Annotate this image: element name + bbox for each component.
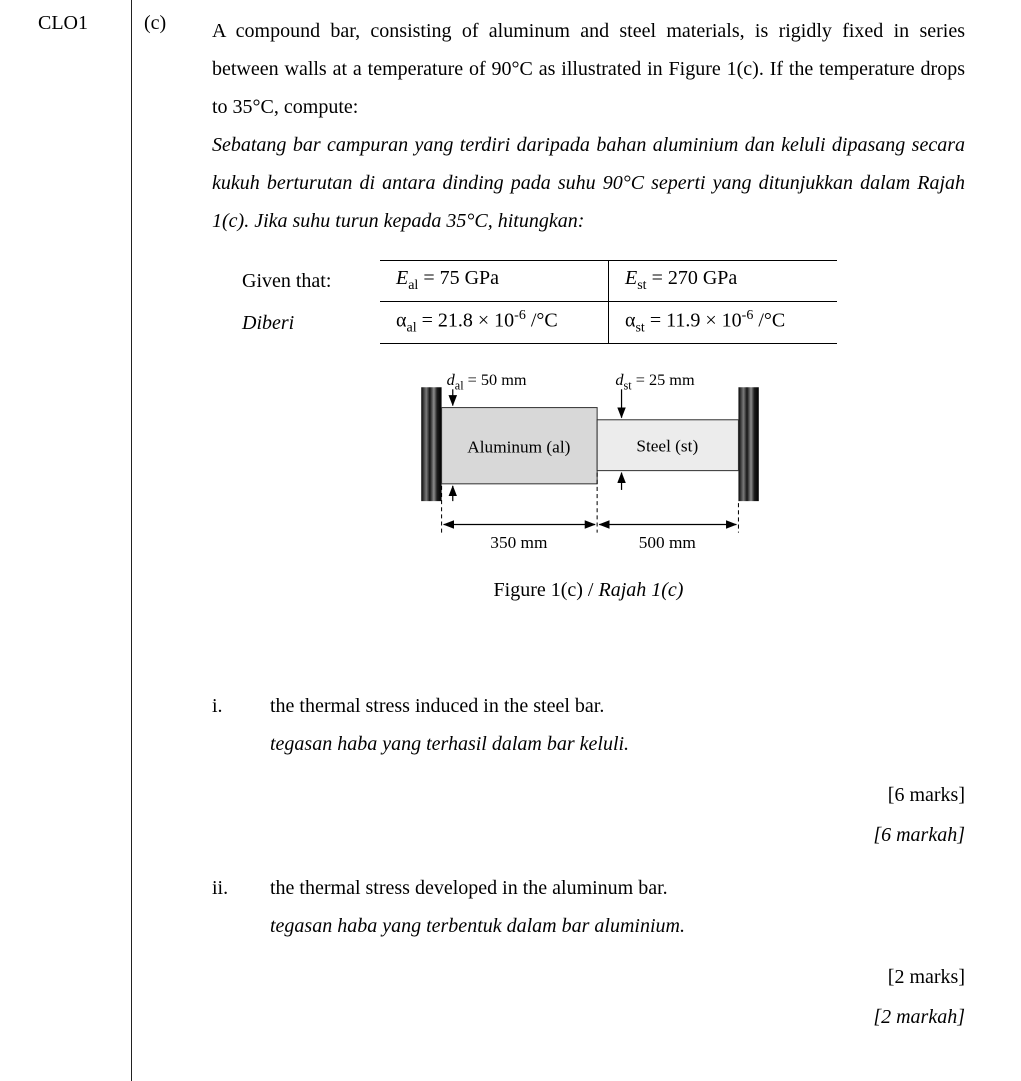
marks-english: [6 marks]	[887, 784, 965, 806]
given-labels: Given that: Diberi	[242, 260, 380, 344]
table-row: αal = 21.8 × 10-6 /°C αst = 11.9 × 10-6 …	[380, 300, 837, 345]
e-steel-cell: Est = 270 GPa	[608, 260, 837, 302]
alpha-aluminum-cell: αal = 21.8 × 10-6 /°C	[380, 300, 609, 345]
given-section: Given that: Diberi Eal = 75 GPa Est = 27…	[242, 260, 965, 345]
exponent: -6	[514, 308, 526, 323]
figure-caption: Figure 1(c) / Rajah 1(c)	[212, 571, 965, 609]
item-text-english: the thermal stress induced in the steel …	[270, 695, 605, 717]
steel-bar	[596, 419, 739, 472]
item-number: ii.	[212, 877, 229, 899]
clo-label: CLO1	[38, 12, 88, 34]
marks-ii: [2 marks] [2 markah]	[212, 957, 965, 1037]
marks-malay: [6 markah]	[873, 824, 965, 846]
given-label-english: Given that:	[242, 270, 332, 292]
value: = 75 GPa	[418, 267, 500, 290]
dimension-350-label: 350 mm	[490, 533, 548, 552]
table-row: Eal = 75 GPa Est = 270 GPa	[380, 260, 837, 302]
exponent: -6	[741, 308, 754, 323]
symbol: α	[625, 309, 636, 332]
subscript: al	[406, 320, 417, 336]
unit: /°C	[753, 309, 786, 332]
aluminum-bar	[440, 407, 598, 485]
part-label: (c)	[144, 12, 167, 34]
subscript: al	[408, 278, 419, 294]
sub-question-ii: ii. the thermal stress developed in the …	[212, 869, 965, 945]
question-text-malay: Sebatang bar campuran yang terdiri darip…	[212, 134, 965, 232]
compound-bar-diagram: Aluminum (al) Steel (st) dal = 50 mm dst…	[420, 371, 759, 552]
given-values-table: Eal = 75 GPa Est = 270 GPa αal = 21.8 × …	[380, 260, 837, 345]
e-aluminum-cell: Eal = 75 GPa	[380, 260, 609, 302]
item-text-malay: tegasan haba yang terbentuk dalam bar al…	[270, 915, 685, 937]
question-content: A compound bar, consisting of aluminum a…	[212, 12, 965, 1037]
subscript: st	[637, 278, 647, 294]
question-text-english: A compound bar, consisting of aluminum a…	[212, 20, 965, 118]
d-steel-label: dst = 25 mm	[615, 372, 695, 392]
symbol: E	[396, 267, 409, 290]
value: = 21.8 × 10	[416, 309, 515, 332]
value: = 270 GPa	[646, 267, 738, 290]
steel-bar-label: Steel (st)	[636, 436, 698, 455]
subscript: st	[635, 320, 645, 336]
symbol: E	[625, 267, 638, 290]
aluminum-bar-label: Aluminum (al)	[467, 437, 570, 456]
sub-question-i: i. the thermal stress induced in the ste…	[212, 687, 965, 763]
marks-i: [6 marks] [6 markah]	[212, 775, 965, 855]
item-text-english: the thermal stress developed in the alum…	[270, 877, 668, 899]
symbol: α	[396, 309, 407, 332]
marks-malay: [2 markah]	[873, 1006, 965, 1028]
value: = 11.9 × 10	[644, 309, 742, 332]
clo-column: CLO1	[0, 0, 131, 1081]
alpha-steel-cell: αst = 11.9 × 10-6 /°C	[608, 300, 837, 345]
given-label-malay: Diberi	[242, 312, 295, 334]
left-wall	[420, 387, 442, 502]
right-wall	[737, 387, 759, 502]
item-text-malay: tegasan haba yang terhasil dalam bar kel…	[270, 733, 630, 755]
figure-caption-malay: Rajah 1(c)	[598, 579, 684, 601]
figure-1c: Aluminum (al) Steel (st) dal = 50 mm dst…	[212, 371, 965, 609]
d-aluminum-label: dal = 50 mm	[446, 372, 526, 392]
unit: /°C	[525, 309, 558, 332]
figure-caption-english: Figure 1(c) /	[493, 579, 599, 601]
item-text: the thermal stress developed in the alum…	[270, 869, 965, 945]
marks-english: [2 marks]	[887, 966, 965, 988]
dimension-500-label: 500 mm	[638, 533, 696, 552]
item-text: the thermal stress induced in the steel …	[270, 687, 965, 763]
item-number: i.	[212, 695, 223, 717]
spacer	[212, 609, 965, 687]
question-column: (c) A compound bar, consisting of alumin…	[131, 0, 1021, 1081]
spacer	[212, 855, 965, 869]
